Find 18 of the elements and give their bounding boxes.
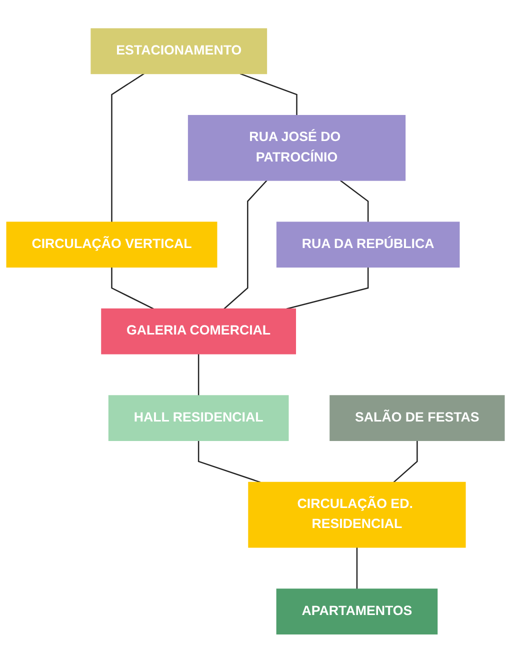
connector xyxy=(340,180,369,222)
connector xyxy=(111,72,144,222)
node-box: GALERIA COMERCIAL xyxy=(101,308,296,354)
node-box: RUA JOSÉ DO PATROCÍNIO xyxy=(188,114,406,180)
connector xyxy=(240,72,298,116)
connector xyxy=(198,440,261,483)
connector xyxy=(224,180,268,309)
node-box: APARTAMENTOS xyxy=(276,588,438,634)
connector xyxy=(198,354,200,396)
node-box: ESTACIONAMENTO xyxy=(90,28,268,74)
node-box: SALÃO DE FESTAS xyxy=(330,394,505,441)
connector xyxy=(393,440,418,482)
connector xyxy=(111,266,154,310)
node-box: CIRCULAÇÃO ED. RESIDENCIAL xyxy=(248,482,466,548)
connector xyxy=(356,546,358,589)
node-box: CIRCULAÇÃO VERTICAL xyxy=(6,221,218,268)
node-box: HALL RESIDENCIAL xyxy=(108,394,289,441)
node-box: RUA DA REPÚBLICA xyxy=(276,221,460,268)
